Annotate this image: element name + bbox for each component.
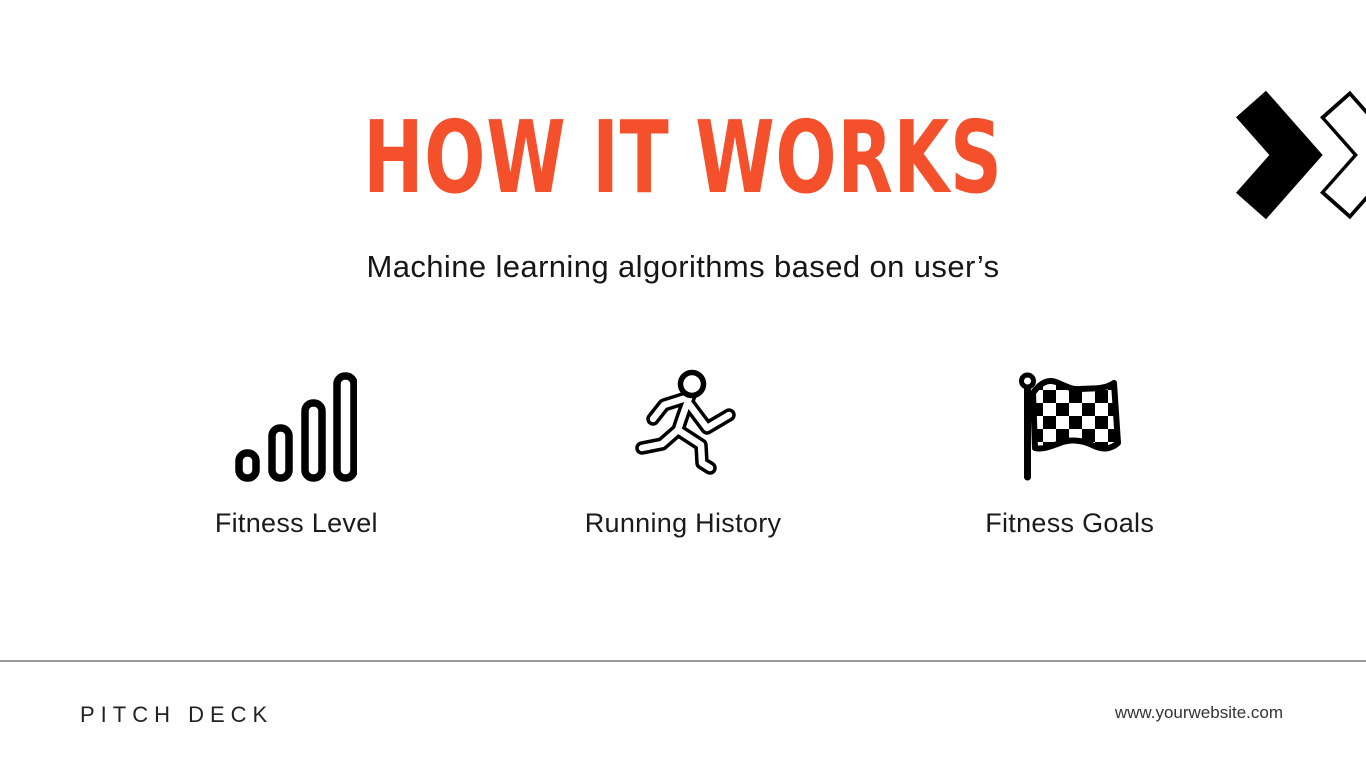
signal-bars-icon [235,372,358,482]
footer-brand: PITCH DECK [80,702,274,727]
feature-label: Fitness Level [214,508,378,538]
footer-website: www.yourwebsite.com [1114,703,1283,722]
footer-divider [0,660,1366,662]
slide-subtitle: Machine learning algorithms based on use… [366,249,1000,284]
checkered-flag-icon [1019,372,1122,481]
feature-row: Fitness Level [103,368,1263,539]
feature-fitness-goals: Fitness Goals [876,368,1263,539]
slide-title-text: HOW IT WORKS [363,99,1003,216]
feature-fitness-level: Fitness Level [103,368,490,539]
running-person-icon [635,369,736,475]
feature-label: Fitness Goals [985,508,1155,538]
slide-title: HOW IT WORKS [0,108,1366,208]
feature-running-history: Running History [490,368,877,539]
feature-label: Running History [584,508,782,538]
double-chevron-right-icon [1236,90,1366,220]
